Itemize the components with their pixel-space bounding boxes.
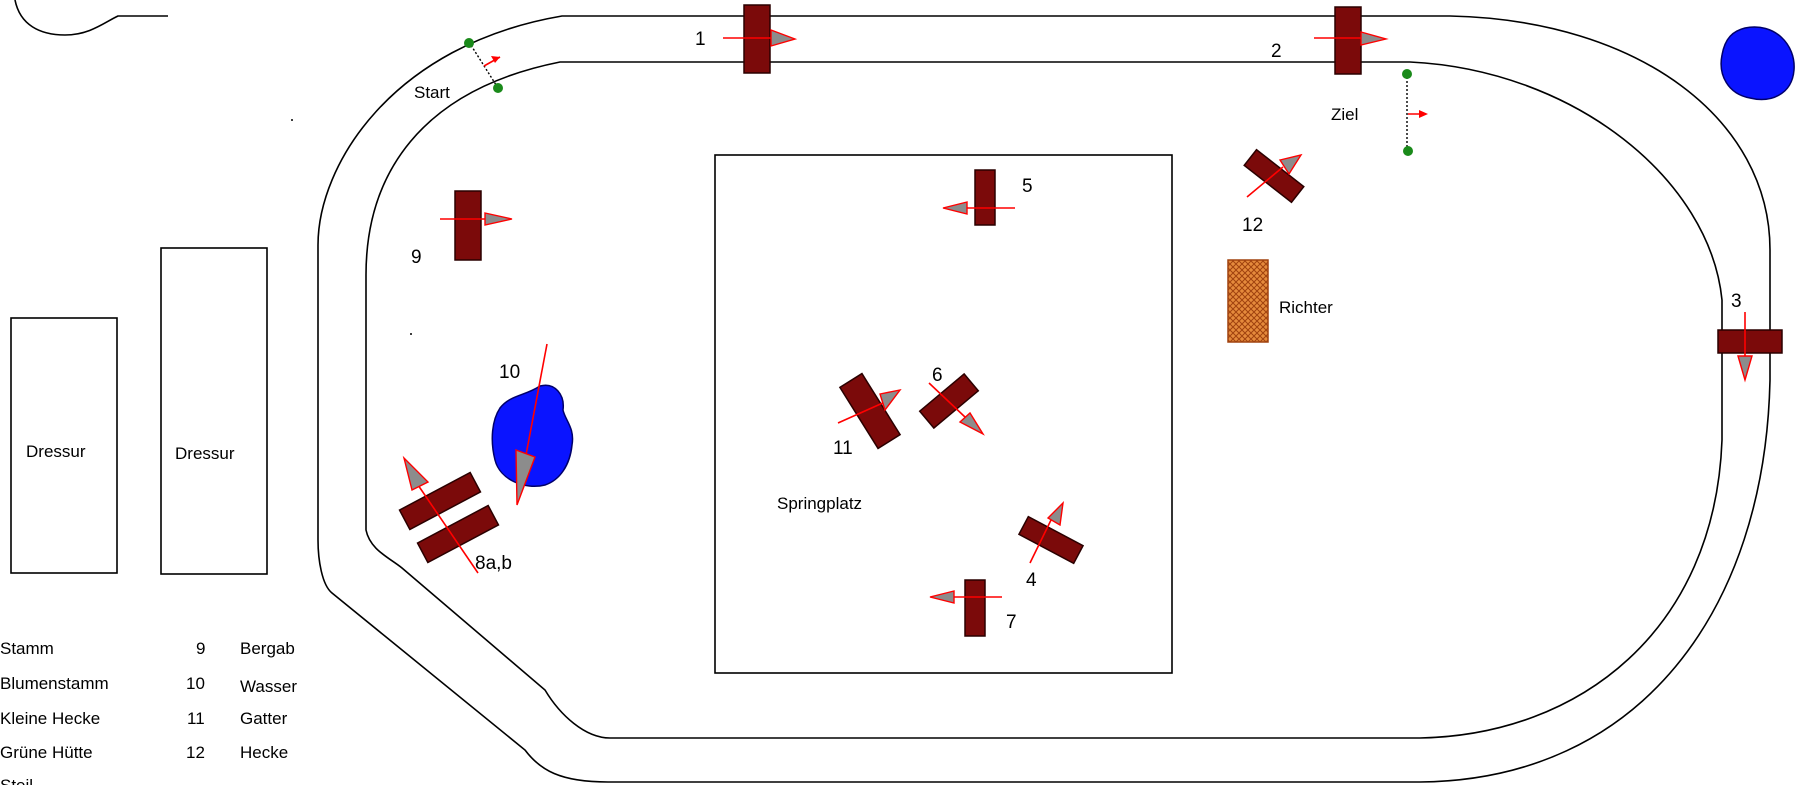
legend-item-3: Kleine Hecke — [0, 709, 100, 728]
stray-dot — [291, 119, 293, 121]
obstacle-4 — [1017, 501, 1085, 565]
obstacle-5 — [942, 169, 1015, 226]
obstacle-6-label: 6 — [932, 365, 943, 386]
legend-item-9: Bergab — [240, 639, 295, 658]
dressage-arena-2 — [160, 247, 268, 575]
obstacle-2 — [1314, 6, 1389, 75]
start-flag-icon — [493, 83, 503, 93]
dressage-arena-1 — [10, 317, 118, 574]
legend-item-11: Gatter — [240, 709, 288, 728]
start-arrow-head — [491, 56, 500, 63]
water-pond-10 — [491, 384, 574, 487]
legend-item-12: Hecke — [240, 743, 288, 762]
outer-track-boundary — [317, 15, 1771, 783]
obstacle-7-label: 7 — [1006, 612, 1017, 633]
legend-item-10: Wasser — [240, 677, 297, 696]
jumping-arena-label: Springplatz — [777, 494, 862, 513]
obstacle-9-label: 9 — [411, 247, 422, 268]
legend-item-4: Grüne Hütte — [0, 743, 93, 762]
obstacle-11-label: 11 — [833, 438, 853, 459]
obstacle-11 — [837, 372, 902, 450]
legend-item-2: Blumenstamm — [0, 674, 109, 693]
inner-track-boundary — [365, 61, 1723, 739]
jumping-arena — [714, 154, 1173, 674]
obstacle-9 — [440, 190, 513, 261]
water-pond-top-right — [1720, 26, 1795, 101]
top-left-outline — [14, 0, 168, 36]
finish-flag-icon — [1403, 146, 1413, 156]
obstacle-1 — [723, 4, 798, 74]
obstacle-12 — [1243, 148, 1305, 204]
finish-flag-icon — [1402, 69, 1412, 79]
judge-box — [1227, 259, 1269, 343]
legend-num-10: 10 — [186, 674, 205, 693]
obstacle-6 — [918, 372, 985, 436]
dressage-label-1: Dressur — [26, 442, 86, 461]
obstacle-8-label: 8a,b — [475, 553, 512, 574]
legend-num-11: 11 — [187, 709, 205, 728]
obstacle-3 — [1717, 312, 1783, 383]
start-flag-icon — [464, 38, 474, 48]
obstacle-3-label: 3 — [1731, 291, 1742, 312]
legend: Stamm Blumenstamm Kleine Hecke Grüne Hüt… — [0, 639, 297, 785]
obstacle-8ab — [398, 455, 500, 574]
stray-dot — [410, 333, 412, 335]
legend-num-9: 9 — [196, 639, 205, 658]
judge-label: Richter — [1279, 298, 1333, 317]
dressage-label-2: Dressur — [175, 444, 235, 463]
obstacle-10-label: 10 — [499, 362, 520, 383]
legend-item-1: Stamm — [0, 639, 54, 658]
obstacle-4-label: 4 — [1026, 570, 1037, 591]
obstacle-5-label: 5 — [1022, 176, 1033, 197]
obstacle-1-label: 1 — [695, 29, 706, 50]
legend-item-5: Steil... — [0, 776, 47, 785]
finish-arrow-head — [1419, 110, 1428, 118]
obstacle-10 — [515, 343, 548, 506]
obstacle-2-label: 2 — [1271, 41, 1282, 62]
start-label: Start — [414, 83, 450, 102]
obstacle-12-label: 12 — [1242, 215, 1263, 236]
legend-num-12: 12 — [186, 743, 205, 762]
start-line — [468, 41, 499, 89]
finish-label: Ziel — [1331, 105, 1358, 124]
obstacle-7 — [929, 579, 1002, 637]
